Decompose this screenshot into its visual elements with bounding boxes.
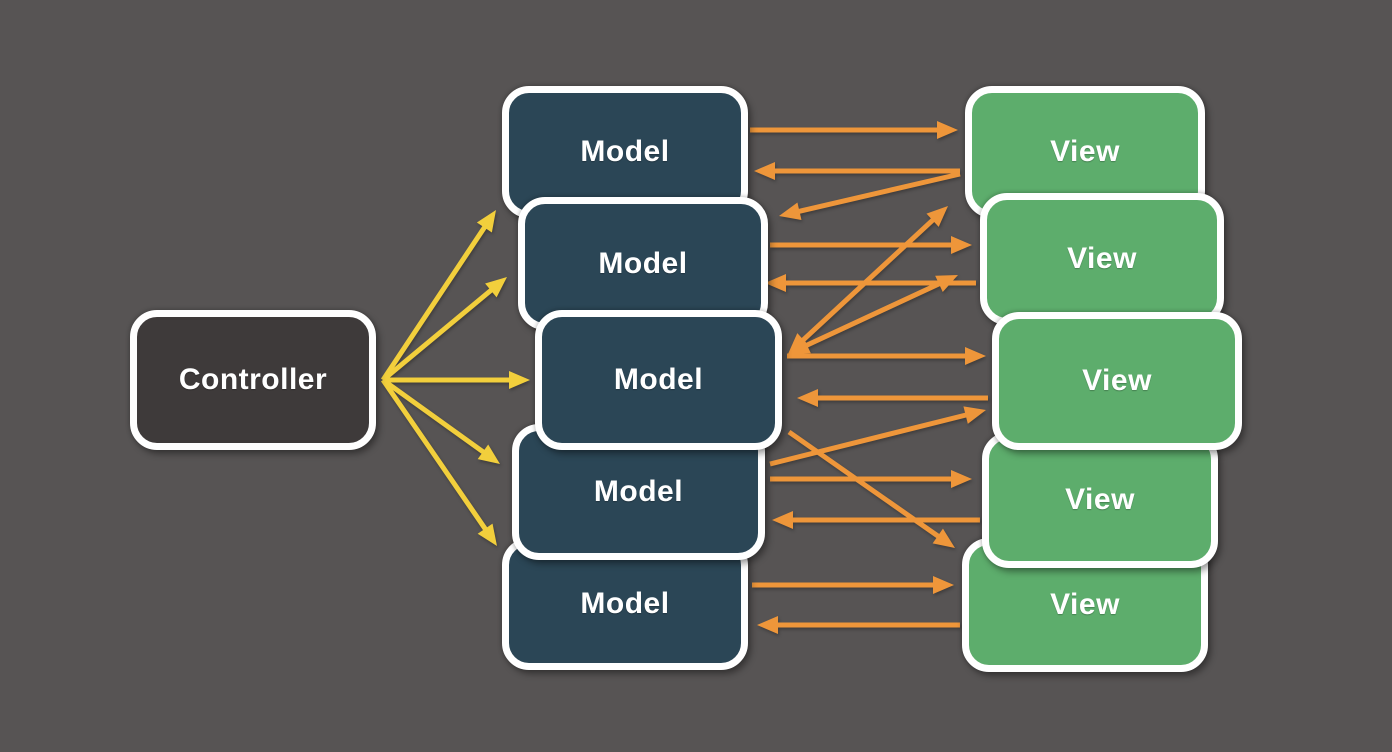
arrowhead <box>797 389 818 407</box>
arrow-controller-to-model-1 <box>380 210 496 382</box>
arrowhead <box>477 444 500 464</box>
arrow-view-1-to-model-2 <box>779 171 961 221</box>
arrowhead <box>951 470 972 488</box>
arrowhead <box>476 210 496 233</box>
arrow-view-5-to-model-5 <box>757 616 960 634</box>
arrowhead <box>965 347 986 365</box>
arrow-model-4-to-view-3 <box>769 406 986 467</box>
arrow-shaft <box>381 286 495 382</box>
arrow-shaft <box>380 223 489 382</box>
arrow-shaft <box>769 411 970 467</box>
arrowhead <box>772 511 793 529</box>
arrow-model-2-to-view-2 <box>770 236 972 254</box>
arrowhead <box>779 202 802 221</box>
arrowhead <box>765 274 786 292</box>
arrow-controller-to-model-5 <box>380 378 497 546</box>
arrow-view-3-to-model-3 <box>797 389 988 407</box>
arrow-shaft <box>799 216 937 344</box>
arrow-shaft <box>803 280 943 349</box>
arrow-model-3-to-view-2 <box>788 275 958 354</box>
arrow-controller-to-model-2 <box>381 277 507 382</box>
arrowhead <box>932 528 955 548</box>
arrowhead <box>933 576 954 594</box>
arrow-model-3-to-view-1 <box>788 206 948 354</box>
arrowhead <box>926 206 948 227</box>
arrowhead <box>951 236 972 254</box>
arrow-model-4-to-view-4 <box>770 470 972 488</box>
arrow-model-5-to-view-5 <box>752 576 954 594</box>
arrowhead <box>485 277 507 298</box>
arrow-model-1-to-view-1 <box>750 121 958 139</box>
arrowhead <box>937 121 958 139</box>
arrow-controller-to-model-3 <box>383 371 530 389</box>
arrow-view-4-to-model-4 <box>772 511 980 529</box>
arrow-view-1-to-model-1 <box>754 162 960 180</box>
arrowhead <box>757 616 778 634</box>
arrowhead <box>509 371 530 389</box>
arrowhead <box>477 523 497 546</box>
arrowhead <box>963 406 986 424</box>
arrow-shaft <box>795 171 961 215</box>
arrow-model-3-to-view-3 <box>787 347 986 365</box>
arrow-model-3-to-view-5 <box>787 429 955 548</box>
arrow-controller-to-model-4 <box>381 377 500 464</box>
arrowhead <box>754 162 775 180</box>
arrowhead <box>788 336 811 354</box>
arrow-shaft <box>380 378 489 533</box>
arrowhead <box>935 275 958 293</box>
arrow-shaft <box>381 377 487 456</box>
